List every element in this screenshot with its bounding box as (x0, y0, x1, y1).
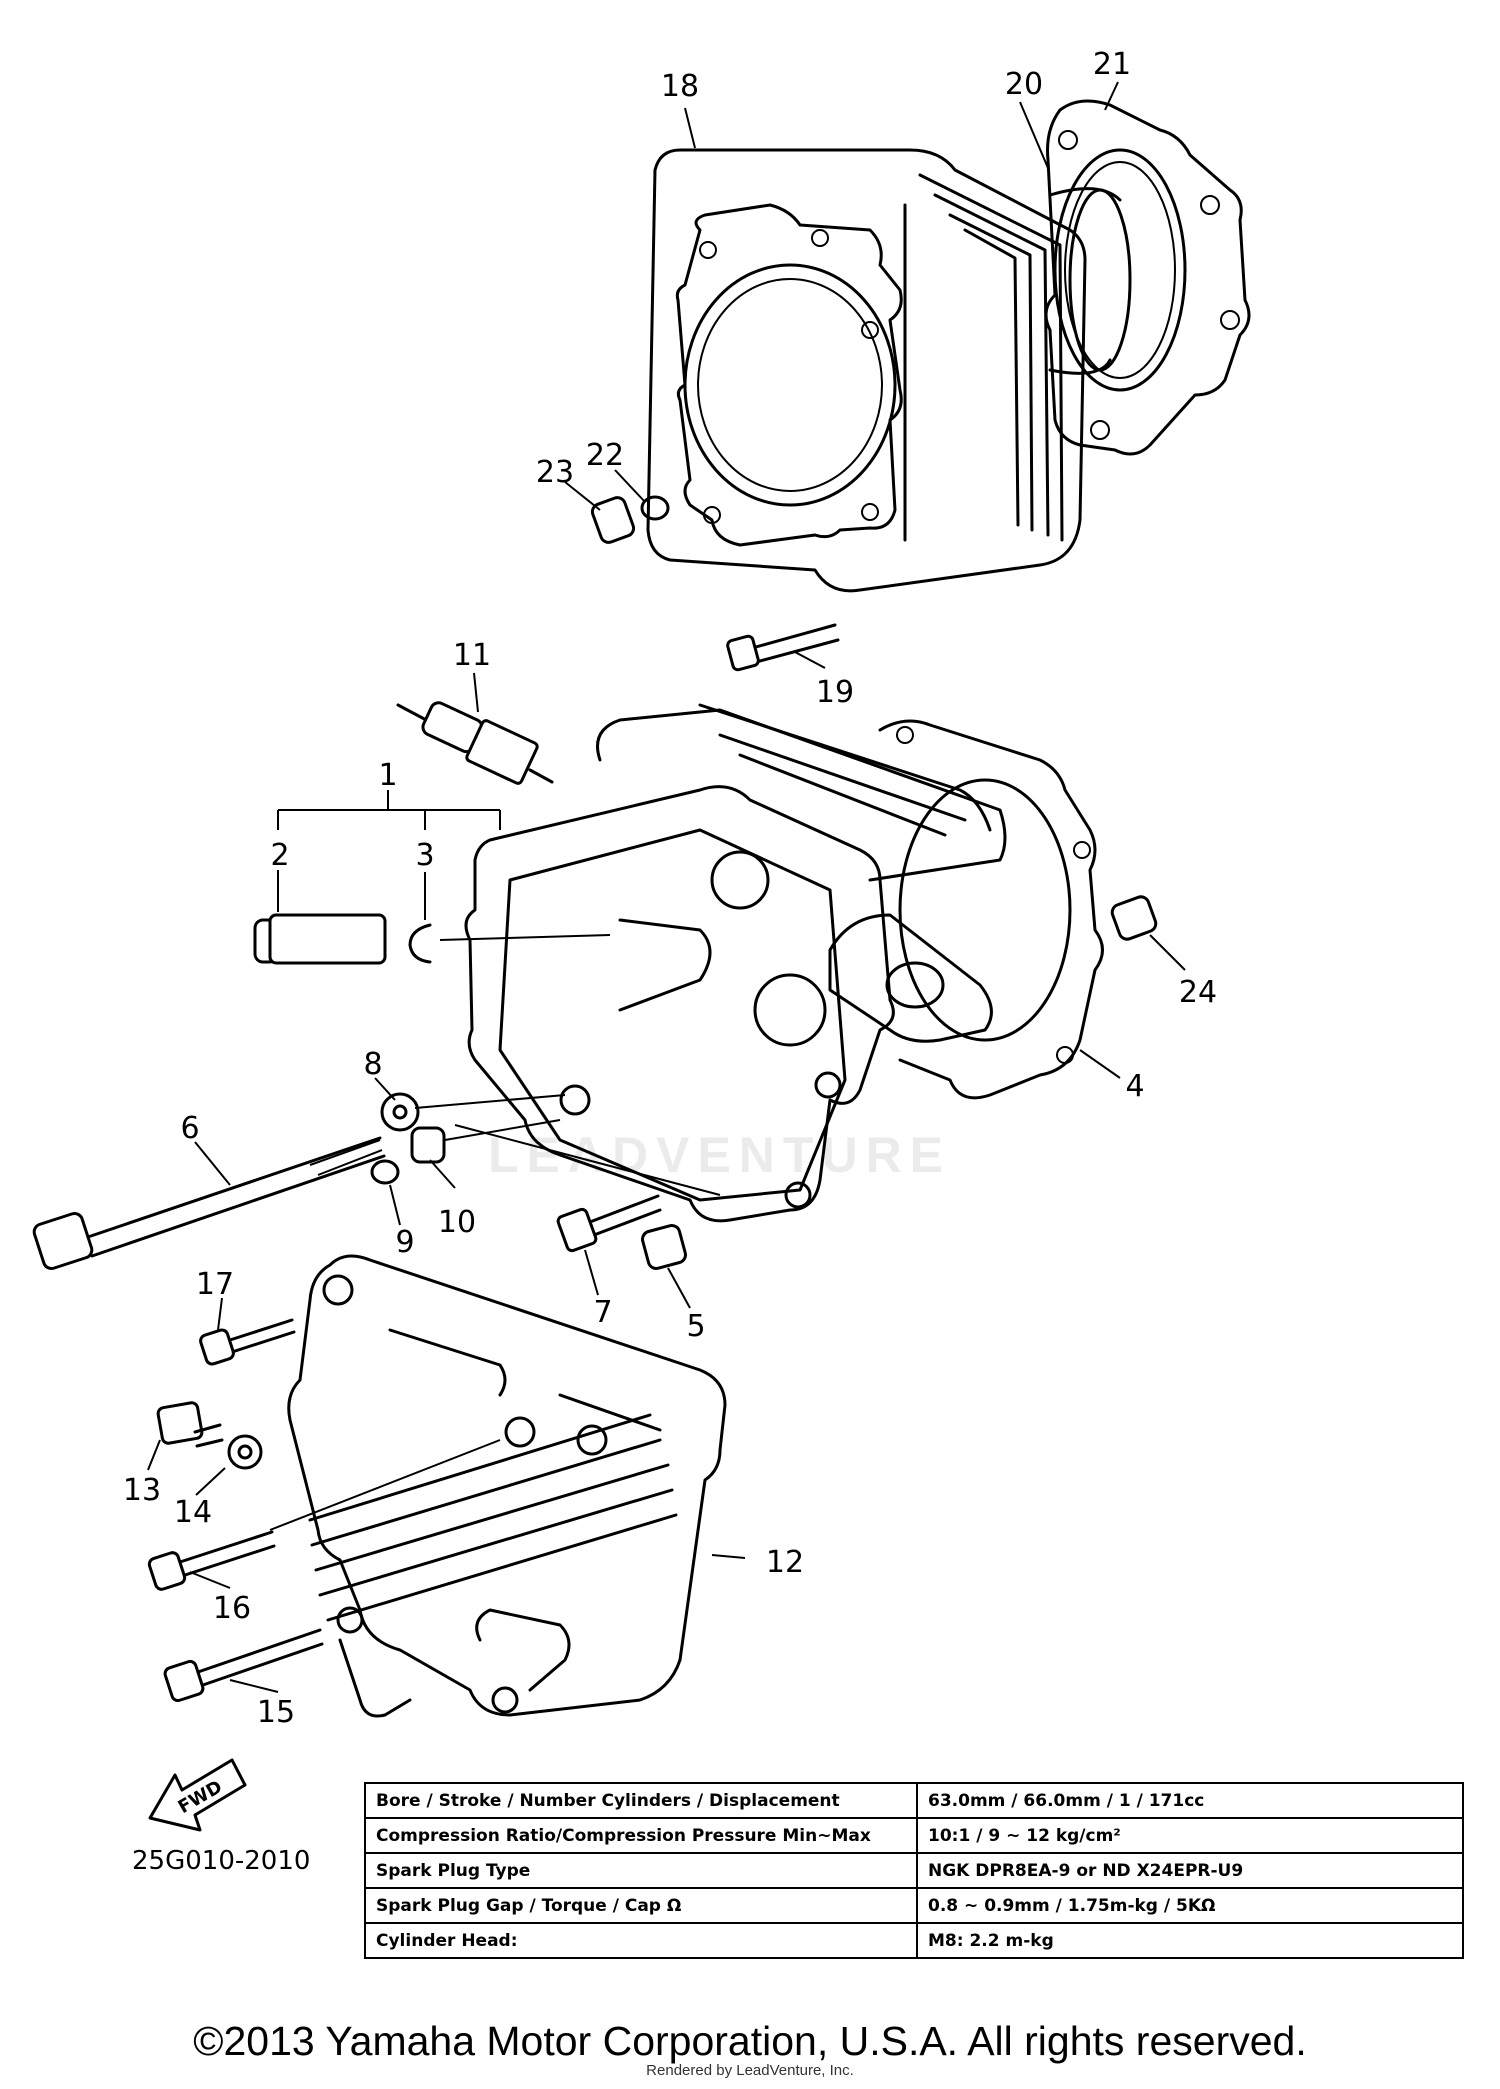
cover-bolts (147, 1318, 324, 1703)
spec-row: Spark Plug Gap / Torque / Cap Ω 0.8 ~ 0.… (364, 1887, 1464, 1924)
callout-19: 19 (816, 675, 854, 710)
small-parts (370, 1092, 687, 1270)
callout-16: 16 (213, 1591, 251, 1626)
callout-12: 12 (766, 1545, 804, 1580)
callout-17: 17 (196, 1267, 234, 1302)
forward-arrow-icon: FWD (148, 1758, 247, 1832)
callout-15: 15 (257, 1695, 295, 1730)
callout-11: 11 (453, 638, 491, 673)
callout-21: 21 (1093, 47, 1131, 82)
callout-13: 13 (123, 1473, 161, 1508)
callout-18: 18 (661, 69, 699, 104)
spec-row: Bore / Stroke / Number Cylinders / Displ… (364, 1782, 1464, 1819)
callout-10: 10 (438, 1205, 476, 1240)
callout-3: 3 (415, 838, 434, 873)
spec-table: Bore / Stroke / Number Cylinders / Displ… (364, 1782, 1464, 1959)
spec-row: Spark Plug Type NGK DPR8EA-9 or ND X24EP… (364, 1852, 1464, 1889)
cylinder-gasket-part (1044, 99, 1251, 456)
rendered-by-note: Rendered by LeadVenture, Inc. (646, 2062, 854, 2079)
callout-23: 23 (536, 455, 574, 490)
callout-9: 9 (395, 1225, 414, 1260)
callout-5: 5 (686, 1309, 705, 1344)
callout-8: 8 (363, 1047, 382, 1082)
spec-row: Compression Ratio/Compression Pressure M… (364, 1817, 1464, 1854)
callout-22: 22 (586, 438, 624, 473)
callout-numbers: 1 2 3 4 5 6 7 8 9 10 11 12 13 14 15 16 1… (123, 47, 1217, 1730)
spark-plug-part (396, 701, 554, 785)
callout-4: 4 (1125, 1069, 1144, 1104)
callout-6: 6 (180, 1111, 199, 1146)
spec-label: Spark Plug Gap / Torque / Cap Ω (364, 1887, 918, 1924)
bolt-19-part (726, 623, 840, 672)
cylinder-head-part (464, 703, 1007, 1223)
copyright-notice: ©2013 Yamaha Motor Corporation, U.S.A. A… (193, 2018, 1307, 2064)
spec-value: NGK DPR8EA-9 or ND X24EPR-U9 (916, 1852, 1464, 1889)
dowel-pin-part (590, 495, 670, 544)
spec-value: M8: 2.2 m-kg (916, 1922, 1464, 1959)
callout-14: 14 (174, 1495, 212, 1530)
spec-label: Cylinder Head: (364, 1922, 918, 1959)
spec-label: Bore / Stroke / Number Cylinders / Displ… (364, 1782, 918, 1819)
dowel-24-part (1110, 895, 1158, 941)
diagram-code: 25G010-2010 (132, 1846, 311, 1876)
leader-lines (147, 81, 1186, 1693)
cylinder-part (646, 148, 1132, 593)
head-cover-part (287, 1254, 727, 1718)
spec-row: Cylinder Head: M8: 2.2 m-kg (364, 1922, 1464, 1959)
callout-1: 1 (378, 758, 397, 793)
spec-value: 0.8 ~ 0.9mm / 1.75m-kg / 5KΩ (916, 1887, 1464, 1924)
callout-2: 2 (270, 838, 289, 873)
spec-label: Compression Ratio/Compression Pressure M… (364, 1817, 918, 1854)
spec-value: 63.0mm / 66.0mm / 1 / 171cc (916, 1782, 1464, 1819)
spec-value: 10:1 / 9 ~ 12 kg/cm² (916, 1817, 1464, 1854)
callout-24: 24 (1179, 975, 1217, 1010)
callout-7: 7 (593, 1295, 612, 1330)
callout-20: 20 (1005, 67, 1043, 102)
head-gasket-part (878, 719, 1104, 1100)
spec-label: Spark Plug Type (364, 1852, 918, 1889)
stud-bolt-part (32, 1136, 386, 1271)
valve-guide-part (253, 913, 432, 965)
